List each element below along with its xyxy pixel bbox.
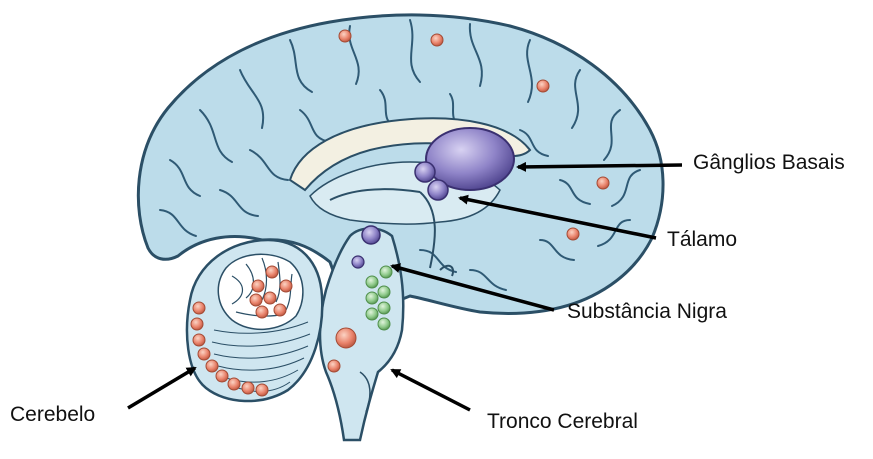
brainstem-small-dot [328, 360, 340, 372]
arrow-brainstem [392, 370, 470, 410]
thalamus-node-1 [415, 162, 435, 182]
brainstem-large-dot [336, 328, 356, 348]
arrow-cerebellum [128, 368, 195, 408]
label-substantia-nigra: Substância Nigra [567, 301, 727, 322]
thalamus-node-2 [428, 180, 448, 200]
cerebellum [187, 240, 322, 401]
label-cerebellum: Cerebelo [10, 404, 95, 425]
midbrain-purple-dot [362, 226, 380, 244]
arrow-basal-ganglia [518, 165, 682, 167]
label-basal-ganglia: Gânglios Basais [693, 152, 845, 173]
label-brainstem: Tronco Cerebral [487, 411, 638, 432]
label-thalamus: Tálamo [667, 229, 737, 250]
nigra-purple-dot [352, 256, 364, 268]
